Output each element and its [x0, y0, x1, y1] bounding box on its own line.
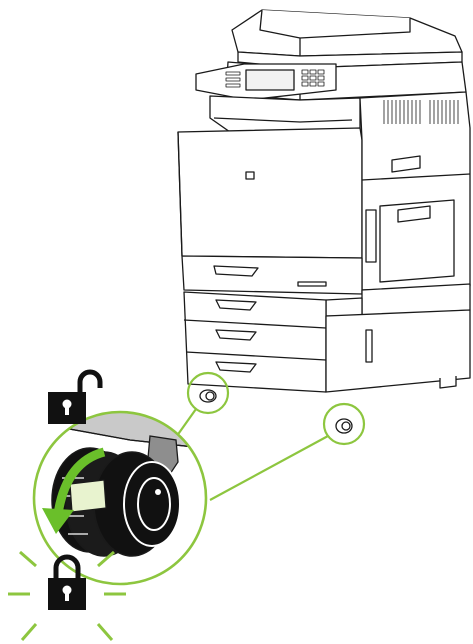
printer-copier [178, 10, 470, 433]
callout-leader-right [210, 436, 328, 500]
output-bin [210, 96, 360, 132]
lock-pedal [70, 480, 106, 512]
caster-zoom-view [20, 404, 240, 584]
caster-front-left [200, 390, 216, 402]
main-body [178, 128, 362, 258]
tray-1 [182, 256, 362, 294]
right-side-panel [360, 92, 470, 290]
front-door-latch [246, 172, 254, 179]
document-feeder [232, 10, 462, 68]
touch-screen [246, 70, 294, 90]
caster-front-right [336, 419, 352, 433]
